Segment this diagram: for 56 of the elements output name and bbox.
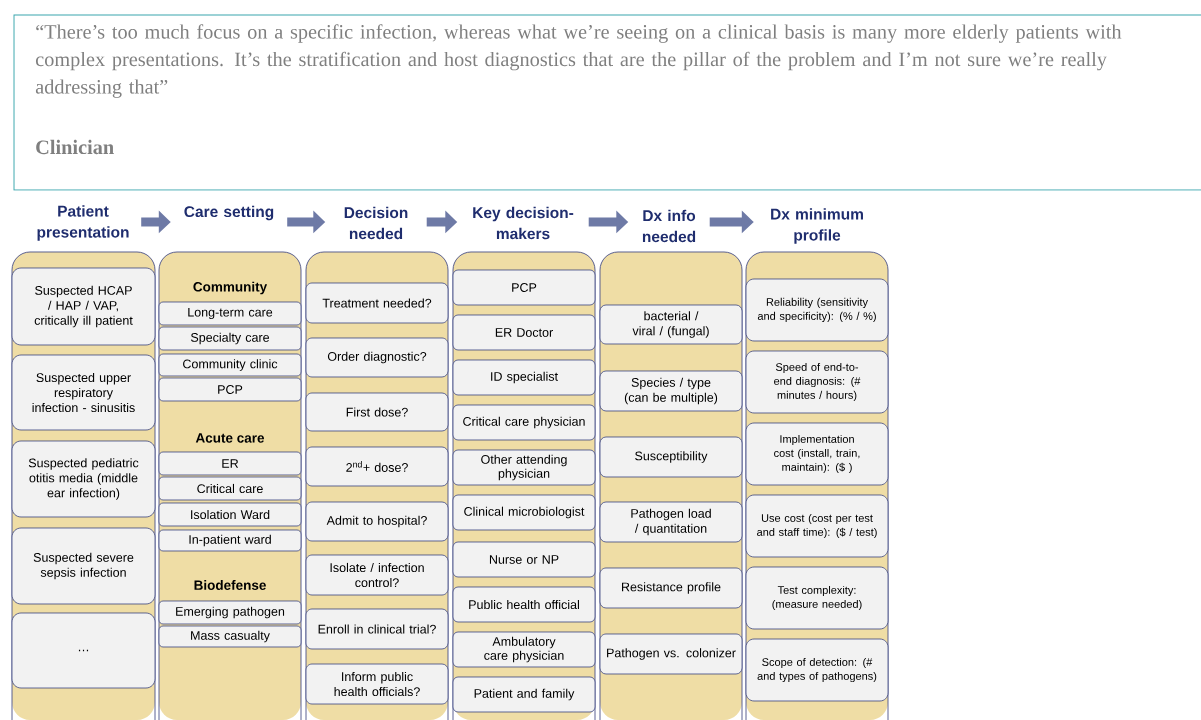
quote-text: “There’s too much focus on a specific infection, whereas what we’re seeing on a clinical basis is many more elderly patients with complex presentations. It’s the stratification and host diagnostics that are the pillar of the problem and I’m not sure we’re really addressing that” xyxy=(35,24,1122,98)
item-box: Public health official xyxy=(452,586,596,623)
item-box: Resistance profile xyxy=(599,567,743,609)
item-box: Suspected HCAP / HAP / VAP, critically ill patient xyxy=(11,267,156,346)
item-box: Treatment needed? xyxy=(305,282,449,324)
item-box: Species / type (can be multiple) xyxy=(599,370,743,412)
item-box: Use cost (cost per test and staff time): ($ / test) xyxy=(745,494,889,558)
item-box: Suspected pediatric otitis media (middle ear infection) xyxy=(11,440,156,518)
column-heading: Care setting xyxy=(184,205,274,221)
item-box: Inform public health officials? xyxy=(305,663,449,705)
item-box: ER Doctor xyxy=(452,314,596,351)
item-box: Susceptibility xyxy=(599,436,743,478)
item-box: Long-term care xyxy=(158,301,302,326)
item-box: First dose? xyxy=(305,392,449,432)
column-heading: Key decision-makers xyxy=(473,206,574,240)
item-box: … xyxy=(11,612,156,689)
item-box: Admit to hospital? xyxy=(305,501,449,542)
item-box: Ambulatory care physician xyxy=(452,631,596,668)
item-box: Emerging pathogen xyxy=(158,600,302,625)
item-box: ER xyxy=(158,451,302,476)
item-box: Pathogen load / quantitation xyxy=(599,501,743,543)
item-box: Speed of end-to-end diagnosis: (# minutes / hours) xyxy=(745,350,889,414)
item-box: Isolate / infection control? xyxy=(305,554,449,596)
item-box: Implementation cost (install, train, maintain): ($ ) xyxy=(745,422,889,486)
item-box: Nurse or NP xyxy=(452,541,596,578)
group-heading: Acute care xyxy=(195,433,265,443)
item-box: Scope of detection: (# and types of pathogens) xyxy=(745,638,889,702)
column-heading: Dx info needed xyxy=(642,209,696,243)
column-heading: Decision needed xyxy=(344,206,408,240)
column-heading: Dx minimum profile xyxy=(771,208,863,244)
item-box: Test complexity: (measure needed) xyxy=(745,566,889,630)
item-box: Suspected upper respiratory infection - sinusitis xyxy=(11,354,156,431)
group-heading: Community xyxy=(193,281,268,295)
item-box: Other attending physician xyxy=(452,449,596,486)
group-heading: Biodefense xyxy=(194,580,266,590)
item-box: Mass casualty xyxy=(158,625,302,648)
item-box: Order diagnostic? xyxy=(305,337,449,378)
item-box: Isolation Ward xyxy=(158,502,302,527)
item-box: Reliability (sensitivity and specificity): (% / %) xyxy=(745,278,889,342)
column-heading: Patient presentation xyxy=(37,205,129,241)
item-box: Clinical microbiologist xyxy=(452,494,596,531)
item-box: Specialty care xyxy=(158,326,302,351)
item-box: Community clinic xyxy=(158,353,302,377)
item-box: PCP xyxy=(452,269,596,306)
item-box: Suspected severe sepsis infection xyxy=(11,527,156,605)
item-box: In-patient ward xyxy=(158,529,302,552)
item-box: Pathogen vs. colonizer xyxy=(599,633,743,675)
item-box: ID specialist xyxy=(452,359,596,396)
item-box: Enroll in clinical trial? xyxy=(305,608,449,650)
item-box: Critical care physician xyxy=(452,404,596,441)
item-box: PCP xyxy=(158,377,302,402)
item-box: bacterial / viral / (fungal) xyxy=(599,304,743,345)
item-box: 2$^{nd}$+ dose? xyxy=(305,446,449,487)
item-box: Critical care xyxy=(158,476,302,501)
quote-author: Clinician xyxy=(36,139,114,155)
item-box: Patient and family xyxy=(452,676,596,713)
